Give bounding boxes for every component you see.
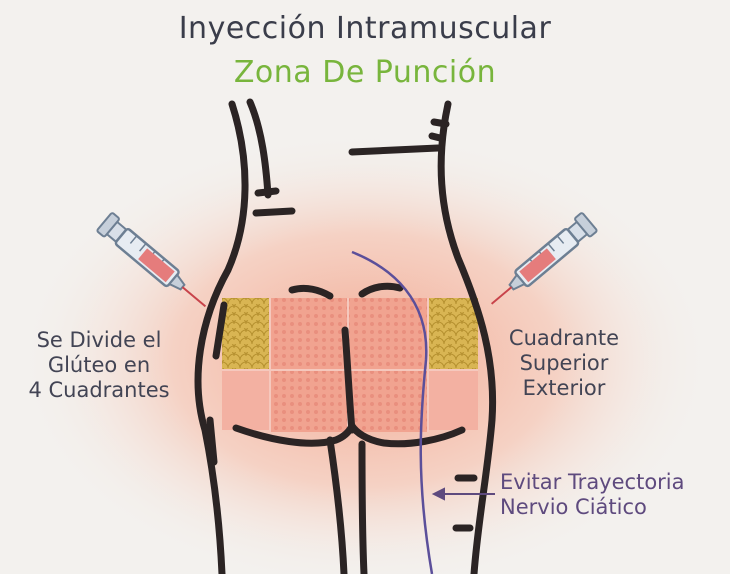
quadrant-upper-mid-left (270, 298, 348, 370)
left-annotation-line-1: Se Divide el (4, 328, 194, 353)
right-back-line-2 (352, 148, 438, 152)
left-annotation: Se Divide el Glúteo en 4 Cuadrantes (4, 328, 194, 404)
right-annotation-line-1: Cuadrante (484, 326, 644, 351)
nerve-annotation-line-1: Evitar Trayectoria (500, 470, 730, 495)
right-back-line (434, 122, 446, 124)
nerve-annotation: Evitar Trayectoria Nervio Ciático (500, 470, 730, 520)
quadrant-upper-left (222, 298, 270, 370)
page-title: Inyección Intramuscular (0, 14, 730, 44)
left-thigh-mark (210, 420, 214, 462)
right-back-line-3 (432, 136, 440, 138)
page-subtitle: Zona De Punción (0, 58, 730, 88)
quadrant-lower-right (428, 370, 478, 430)
quadrant-upper-right-target (428, 298, 478, 370)
left-annotation-line-3: 4 Cuadrantes (4, 378, 194, 403)
right-inner-leg (362, 444, 364, 574)
right-annotation-line-2: Superior (484, 351, 644, 376)
right-annotation-line-3: Exterior (484, 376, 644, 401)
nerve-annotation-line-2: Nervio Ciático (500, 495, 730, 520)
quadrant-lower-mid-right (348, 370, 428, 432)
quadrant-lower-mid-left (270, 370, 348, 432)
left-waist-notch-2 (256, 211, 292, 213)
quadrant-upper-mid-right (348, 298, 428, 370)
quadrant-lower-left (222, 370, 270, 430)
right-annotation: Cuadrante Superior Exterior (484, 326, 644, 402)
left-waist-notch-1 (258, 191, 276, 193)
left-annotation-line-2: Glúteo en (4, 353, 194, 378)
